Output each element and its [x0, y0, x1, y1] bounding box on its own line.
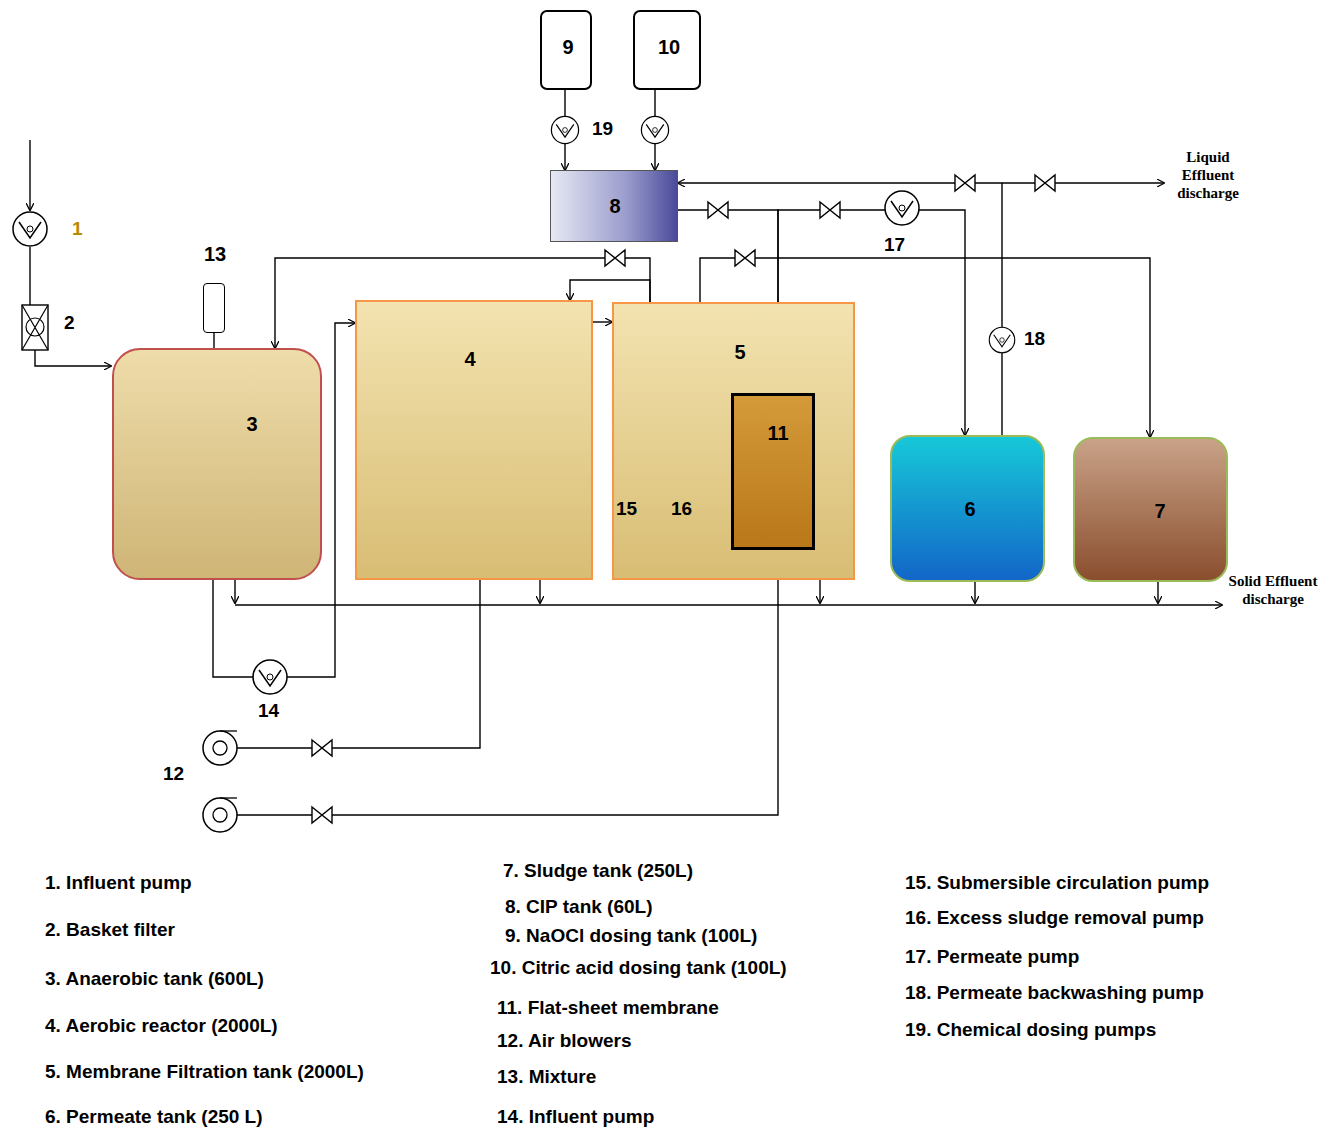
legend-item: 5. Membrane Filtration tank (2000L) [45, 1061, 364, 1083]
tank-number: 13 [204, 243, 226, 266]
legend-item: 7. Sludge tank (250L) [503, 860, 693, 882]
tank-number: 7 [1154, 500, 1165, 523]
legend-item: 9. NaOCl dosing tank (100L) [505, 925, 757, 947]
legend-item: 6. Permeate tank (250 L) [45, 1106, 263, 1128]
callout-number: 18 [1024, 328, 1045, 350]
callout-number: 16 [671, 498, 692, 520]
dosing-tank: 9 [540, 10, 592, 90]
sludge-tank: 7 [1073, 437, 1228, 582]
legend-item: 4. Aerobic reactor (2000L) [45, 1015, 278, 1037]
discharge-label: Liquid Effluent discharge [1168, 148, 1248, 202]
legend-item: 19. Chemical dosing pumps [905, 1019, 1156, 1041]
membrane-tank: 5 11 [612, 302, 855, 580]
legend-item: 2. Basket filter [45, 919, 175, 941]
pipe-connector [593, 321, 612, 322]
flat-sheet-membrane: 11 [731, 393, 815, 550]
legend-item: 17. Permeate pump [905, 946, 1079, 968]
pipe-connector [570, 280, 650, 302]
tank-number: 5 [734, 341, 745, 364]
tank-number: 10 [658, 36, 680, 59]
legend-item: 15. Submersible circulation pump [905, 872, 1209, 894]
tank-number: 8 [609, 195, 620, 218]
legend-item: 12. Air blowers [497, 1030, 631, 1052]
callout-number: 19 [592, 118, 613, 140]
legend-item: 8. CIP tank (60L) [505, 896, 652, 918]
legend-item: 3. Anaerobic tank (600L) [45, 968, 264, 990]
tank-number: 9 [562, 36, 573, 59]
tank-number: 3 [246, 413, 257, 436]
legend-item: 13. Mixture [497, 1066, 596, 1088]
legend-item: 11. Flat-sheet membrane [497, 997, 719, 1019]
callout-number: 15 [616, 498, 637, 520]
discharge-label: Solid Effluent discharge [1228, 572, 1318, 608]
legend-item: 14. Influent pump [497, 1106, 654, 1128]
callout-number: 2 [64, 312, 75, 334]
legend-item: 16. Excess sludge removal pump [905, 907, 1204, 929]
legend-item: 1. Influent pump [45, 872, 192, 894]
legend-item: 18. Permeate backwashing pump [905, 982, 1204, 1004]
permeate-tank: 6 [890, 435, 1045, 582]
mixer-motor: 13 [203, 283, 225, 333]
legend-item: 10. Citric acid dosing tank (100L) [490, 957, 787, 979]
dosing-tank: 10 [633, 10, 701, 90]
callout-number: 14 [258, 700, 279, 722]
tank-number: 6 [964, 498, 975, 521]
tank-number: 11 [767, 422, 788, 445]
aerobic-reactor: 4 [355, 300, 593, 580]
anaerobic-tank: 3 [112, 348, 322, 580]
callout-number: 12 [163, 763, 184, 785]
tank-number: 4 [464, 348, 475, 371]
callout-number: 1 [72, 218, 83, 240]
callout-number: 17 [884, 234, 905, 256]
cip-tank: 8 [550, 170, 678, 242]
